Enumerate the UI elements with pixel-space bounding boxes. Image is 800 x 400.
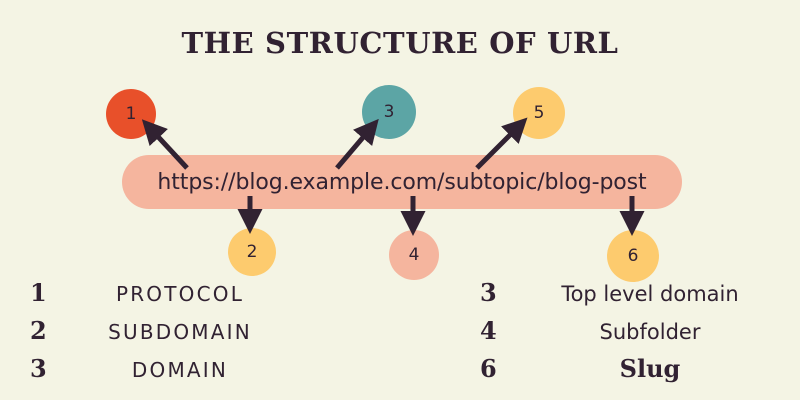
legend-number: 3	[30, 354, 47, 383]
legend-number: 3	[480, 278, 497, 307]
legend-item-protocol: 1 PROTOCOL	[30, 278, 290, 316]
legend-item-subfolder: 4 Subfolder	[480, 316, 780, 354]
marker-label-4: 4	[408, 245, 420, 265]
legend-label: Top level domain	[561, 282, 739, 306]
legend-item-slug: 6 Slug	[480, 354, 780, 392]
legend-number: 1	[30, 278, 47, 307]
marker-label-6: 6	[627, 246, 639, 266]
legend-item-top-level-domain: 3 Top level domain	[480, 278, 780, 316]
marker-label-5: 5	[533, 103, 545, 123]
marker-circle-2: 2	[228, 228, 276, 276]
legend-label: Slug	[619, 354, 681, 383]
url-bar	[122, 155, 682, 209]
marker-circle-4: 4	[389, 230, 439, 280]
legend-label: SUBDOMAIN	[108, 320, 252, 344]
legend-item-domain: 3 DOMAIN	[30, 354, 290, 392]
marker-label-2: 2	[246, 242, 258, 262]
legend-label: PROTOCOL	[115, 282, 245, 306]
marker-label-1: 1	[125, 104, 137, 124]
legend-number: 4	[480, 316, 497, 345]
marker-circle-6: 6	[607, 230, 659, 282]
legend-number: 6	[480, 354, 497, 383]
legend-left: 1 PROTOCOL 2 SUBDOMAIN 3 DOMAIN	[30, 278, 290, 392]
marker-circle-1: 1	[106, 89, 156, 139]
marker-circle-5: 5	[513, 87, 565, 139]
marker-label-3: 3	[383, 102, 395, 122]
legend-right: 3 Top level domain 4 Subfolder 6 Slug	[480, 278, 780, 392]
marker-circle-3: 3	[362, 85, 416, 139]
url-text: https://blog.example.com/subtopic/blog-p…	[157, 169, 647, 195]
legend-item-subdomain: 2 SUBDOMAIN	[30, 316, 290, 354]
legend-number: 2	[30, 316, 47, 345]
page-title: THE STRUCTURE OF URL	[181, 26, 619, 60]
legend-label: DOMAIN	[131, 358, 229, 382]
legend-label: Subfolder	[599, 320, 701, 344]
